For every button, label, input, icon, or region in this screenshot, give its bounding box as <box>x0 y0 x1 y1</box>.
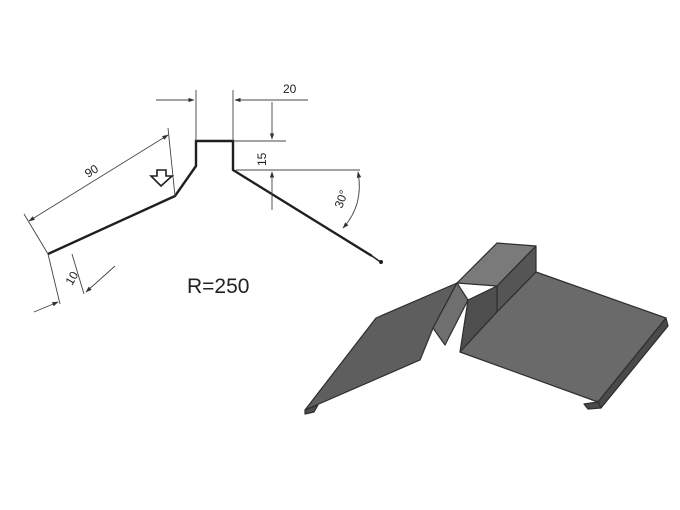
dim-hem-length <box>33 253 116 313</box>
left-hem <box>304 404 319 415</box>
dim-step-height <box>233 102 360 210</box>
dim-top-width-label: 20 <box>283 82 297 96</box>
dim-slope-length <box>23 127 176 255</box>
dim-angle-label: 30° <box>332 188 351 210</box>
dim-top-width <box>156 90 308 141</box>
dim-step-height-label: 15 <box>255 152 269 166</box>
down-arrow-icon <box>149 169 175 188</box>
fold-line <box>419 327 434 361</box>
radius-label: R=250 <box>187 275 249 298</box>
right-hem-tip <box>583 401 602 410</box>
right-slope-face <box>459 271 667 403</box>
dim-hem-length-label: 10 <box>62 269 81 288</box>
left-slope-face <box>304 282 458 411</box>
dim-angle <box>342 171 362 229</box>
ridge-3d-view <box>304 242 669 415</box>
profile-outline <box>47 139 373 258</box>
profile-end-dot <box>379 260 383 264</box>
